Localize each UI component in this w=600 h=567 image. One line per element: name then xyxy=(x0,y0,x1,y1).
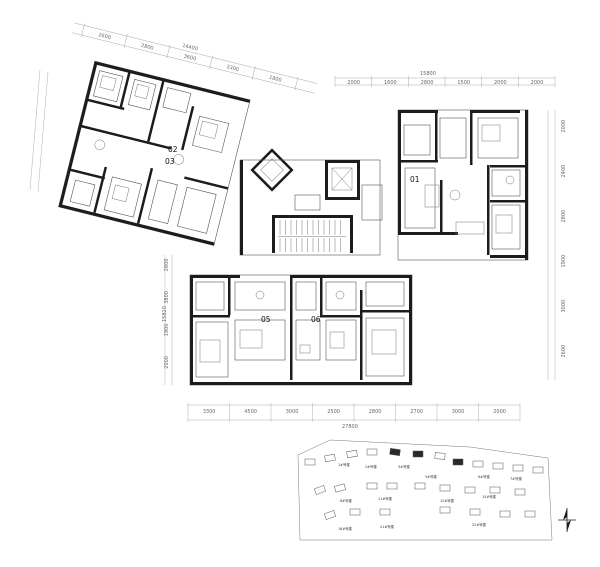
site-building xyxy=(452,458,464,466)
site-building xyxy=(412,450,424,458)
site-building-label: 16#号楼 xyxy=(338,526,353,531)
dim-left-1: 3800 xyxy=(164,291,170,304)
site-building xyxy=(472,460,484,468)
site-building xyxy=(366,482,378,490)
site-building xyxy=(414,482,426,490)
site-building-label: 8#号楼 xyxy=(340,498,352,503)
site-building xyxy=(464,486,476,494)
north-arrow-icon xyxy=(558,508,576,532)
site-building xyxy=(389,448,401,456)
dim-bottom-2: 3000 xyxy=(286,409,299,415)
site-building xyxy=(304,458,316,466)
dim-bottom-5: 2700 xyxy=(410,409,423,415)
site-building xyxy=(386,482,398,490)
dim-rotated-3: 3300 xyxy=(226,64,240,73)
site-building xyxy=(532,466,544,474)
site-building-label: 12#号楼 xyxy=(440,498,455,503)
site-building xyxy=(313,485,327,495)
dim-bottom-total: 27800 xyxy=(342,424,358,430)
elevator-core-left xyxy=(250,148,294,192)
dim-right-side-2: 2800 xyxy=(561,210,567,223)
dim-left-0: 2800 xyxy=(164,259,170,272)
unit-label-02: 02 xyxy=(168,145,178,154)
site-building-label: 21#号楼 xyxy=(380,524,395,529)
site-building xyxy=(346,450,358,458)
dimension-lines: 2600 2800 3600 3300 1800 14400 15800 2000 1600… xyxy=(29,22,567,430)
site-building xyxy=(492,462,504,470)
unit-05-06 xyxy=(189,274,413,386)
site-plan: 1#号楼 2#号楼 3#号楼 5#号楼 6#号楼 7#号楼 8#号楼 11#号楼 12#号楼 15… xyxy=(297,439,553,541)
site-building xyxy=(334,483,346,493)
unit-01 xyxy=(397,109,529,261)
dim-right-total: 15800 xyxy=(420,71,436,77)
site-building xyxy=(439,506,451,514)
dim-rotated-total: 14400 xyxy=(182,43,199,53)
dim-right-side-5: 2600 xyxy=(561,345,567,358)
dim-right-side-4: 3000 xyxy=(561,300,567,313)
site-building-label: 6#号楼 xyxy=(478,474,490,479)
unit-label-06: 06 xyxy=(311,315,321,324)
dim-left-3: 2000 xyxy=(164,356,170,369)
dim-right-top-3: 1500 xyxy=(457,80,470,86)
site-building xyxy=(499,510,511,518)
central-core xyxy=(239,159,383,256)
dim-bottom-0: 3300 xyxy=(203,409,216,415)
site-building xyxy=(379,508,391,516)
dim-right-side-1: 2400 xyxy=(561,165,567,178)
site-building-label: 2#号楼 xyxy=(365,464,377,469)
site-building xyxy=(434,452,446,460)
unit-label-05: 05 xyxy=(261,315,271,324)
dim-left-total: 15820 xyxy=(162,306,168,322)
dim-right-top-4: 2000 xyxy=(494,80,507,86)
dim-rotated-0: 2600 xyxy=(98,32,112,41)
dim-right-side-0: 2000 xyxy=(561,120,567,133)
dim-right-side-3: 1900 xyxy=(561,255,567,268)
dim-rotated-2: 3600 xyxy=(183,54,197,63)
unit-label-03: 03 xyxy=(165,157,175,166)
site-building xyxy=(324,453,336,463)
site-building xyxy=(439,484,451,492)
site-building xyxy=(489,486,501,494)
site-building xyxy=(323,510,337,520)
dim-left-2: 1900 xyxy=(164,324,170,337)
unit-label-01: 01 xyxy=(410,175,420,184)
site-building xyxy=(469,508,481,516)
site-building-label: 7#号楼 xyxy=(510,476,522,481)
site-building xyxy=(514,488,526,496)
dim-right-top-1: 1600 xyxy=(384,80,397,86)
site-building xyxy=(512,464,524,472)
site-building-label: 1#号楼 xyxy=(338,462,350,467)
site-building-label: 22#号楼 xyxy=(472,522,487,527)
dim-right-top-5: 2000 xyxy=(531,80,544,86)
site-building-label: 5#号楼 xyxy=(425,474,437,479)
site-building-label: 11#号楼 xyxy=(378,496,393,501)
site-building xyxy=(524,510,536,518)
site-building xyxy=(349,508,361,516)
site-building xyxy=(366,448,378,456)
dim-rotated-4: 1800 xyxy=(268,75,282,84)
dim-rotated-1: 2800 xyxy=(140,43,154,52)
rotated-wing xyxy=(58,60,251,246)
dim-bottom-1: 4500 xyxy=(244,409,257,415)
dim-bottom-7: 2000 xyxy=(493,409,506,415)
dim-bottom-3: 2500 xyxy=(327,409,340,415)
site-building-label: 3#号楼 xyxy=(398,464,410,469)
dim-right-top-2: 2800 xyxy=(421,80,434,86)
site-building-label: 15#号楼 xyxy=(482,494,497,499)
dim-bottom-6: 3000 xyxy=(452,409,465,415)
dim-right-top-0: 2000 xyxy=(347,80,360,86)
dim-bottom-4: 2800 xyxy=(369,409,382,415)
